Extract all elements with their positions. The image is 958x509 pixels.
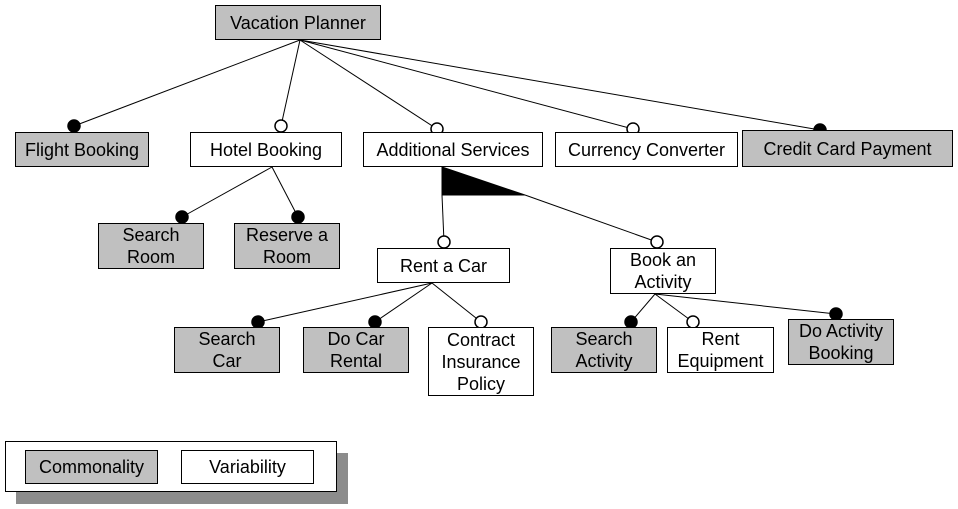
legend-commonality: Commonality [25,450,158,484]
edges-layer [73,39,837,323]
feature-credit-card-payment: Credit Card Payment [742,130,953,167]
mandatory-marker-flight_booking [67,119,81,133]
feature-search-activity: Search Activity [551,327,657,373]
feature-flight-booking: Flight Booking [15,132,149,167]
edge-vacation_planner-currency_converter [299,39,634,130]
feature-currency-converter: Currency Converter [555,132,738,167]
optional-marker-book_activity [650,235,664,249]
feature-contract-insurance-policy: Contract Insurance Policy [428,327,534,396]
edge-rent_a_car-do_car_rental [374,282,433,323]
feature-rent-equipment: Rent Equipment [667,327,774,373]
optional-marker-rent_a_car [437,235,451,249]
edge-vacation_planner-additional_services [299,39,438,130]
edge-rent_a_car-search_car [257,282,433,323]
optional-marker-hotel_booking [274,119,288,133]
feature-additional-services: Additional Services [363,132,543,167]
feature-do-activity-booking: Do Activity Booking [788,319,894,365]
edge-vacation_planner-hotel_booking [280,39,301,127]
feature-search-car: Search Car [174,327,280,373]
edge-vacation_planner-flight_booking [73,39,301,127]
feature-do-car-rental: Do Car Rental [303,327,409,373]
feature-vacation-planner: Vacation Planner [215,5,381,40]
edge-book_activity-do_activity_booking [654,293,837,315]
edge-book_activity-rent_equipment [654,293,694,323]
feature-reserve-room: Reserve a Room [234,223,340,269]
feature-search-room: Search Room [98,223,204,269]
feature-rent-a-car: Rent a Car [377,248,510,283]
mandatory-marker-reserve_room [291,210,305,224]
edge-rent_a_car-contract_insurance [431,282,482,323]
edge-additional_services-book_activity [524,194,658,243]
feature-hotel-booking: Hotel Booking [190,132,342,167]
edge-hotel_booking-reserve_room [271,166,299,218]
or-group-marker [441,166,526,196]
mandatory-marker-search_room [175,210,189,224]
edge-additional_services-rent_a_car [441,194,445,243]
edge-vacation_planner-credit_card_payment [299,39,821,131]
legend-variability: Variability [181,450,314,484]
edge-hotel_booking-search_room [181,166,273,218]
feature-book-activity: Book an Activity [610,248,716,294]
